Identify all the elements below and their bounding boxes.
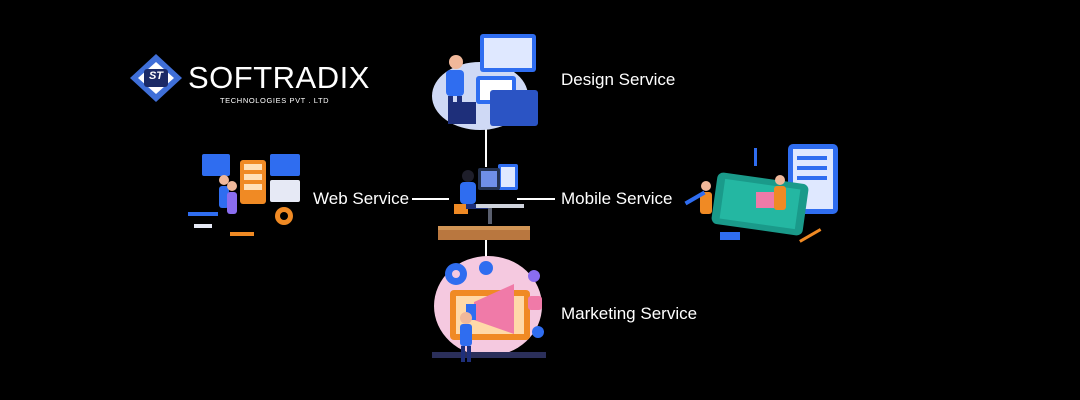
marketing-illustration <box>432 256 546 362</box>
marketing-service-label: Marketing Service <box>561 304 698 323</box>
mobile-service-label: Mobile Service <box>561 189 673 208</box>
connector-left <box>412 198 449 200</box>
connector-bottom <box>485 240 487 262</box>
design-service-label: Design Service <box>561 70 676 89</box>
logo-name: SOFTRADIX <box>188 60 370 95</box>
logo-mark-text: ST <box>148 70 164 82</box>
connector-right <box>517 198 555 200</box>
company-logo: ST SOFTRADIX TECHNOLOGIES PVT . LTD <box>128 52 369 112</box>
logo-mark-icon <box>130 54 182 102</box>
design-illustration <box>432 34 538 130</box>
web-service-label: Web Service <box>313 189 410 208</box>
developer-at-desk-illustration <box>438 164 530 240</box>
logo-tagline: TECHNOLOGIES PVT . LTD <box>220 96 330 105</box>
connector-top <box>485 127 487 167</box>
web-illustration <box>188 154 300 236</box>
mobile-illustration <box>684 144 838 243</box>
